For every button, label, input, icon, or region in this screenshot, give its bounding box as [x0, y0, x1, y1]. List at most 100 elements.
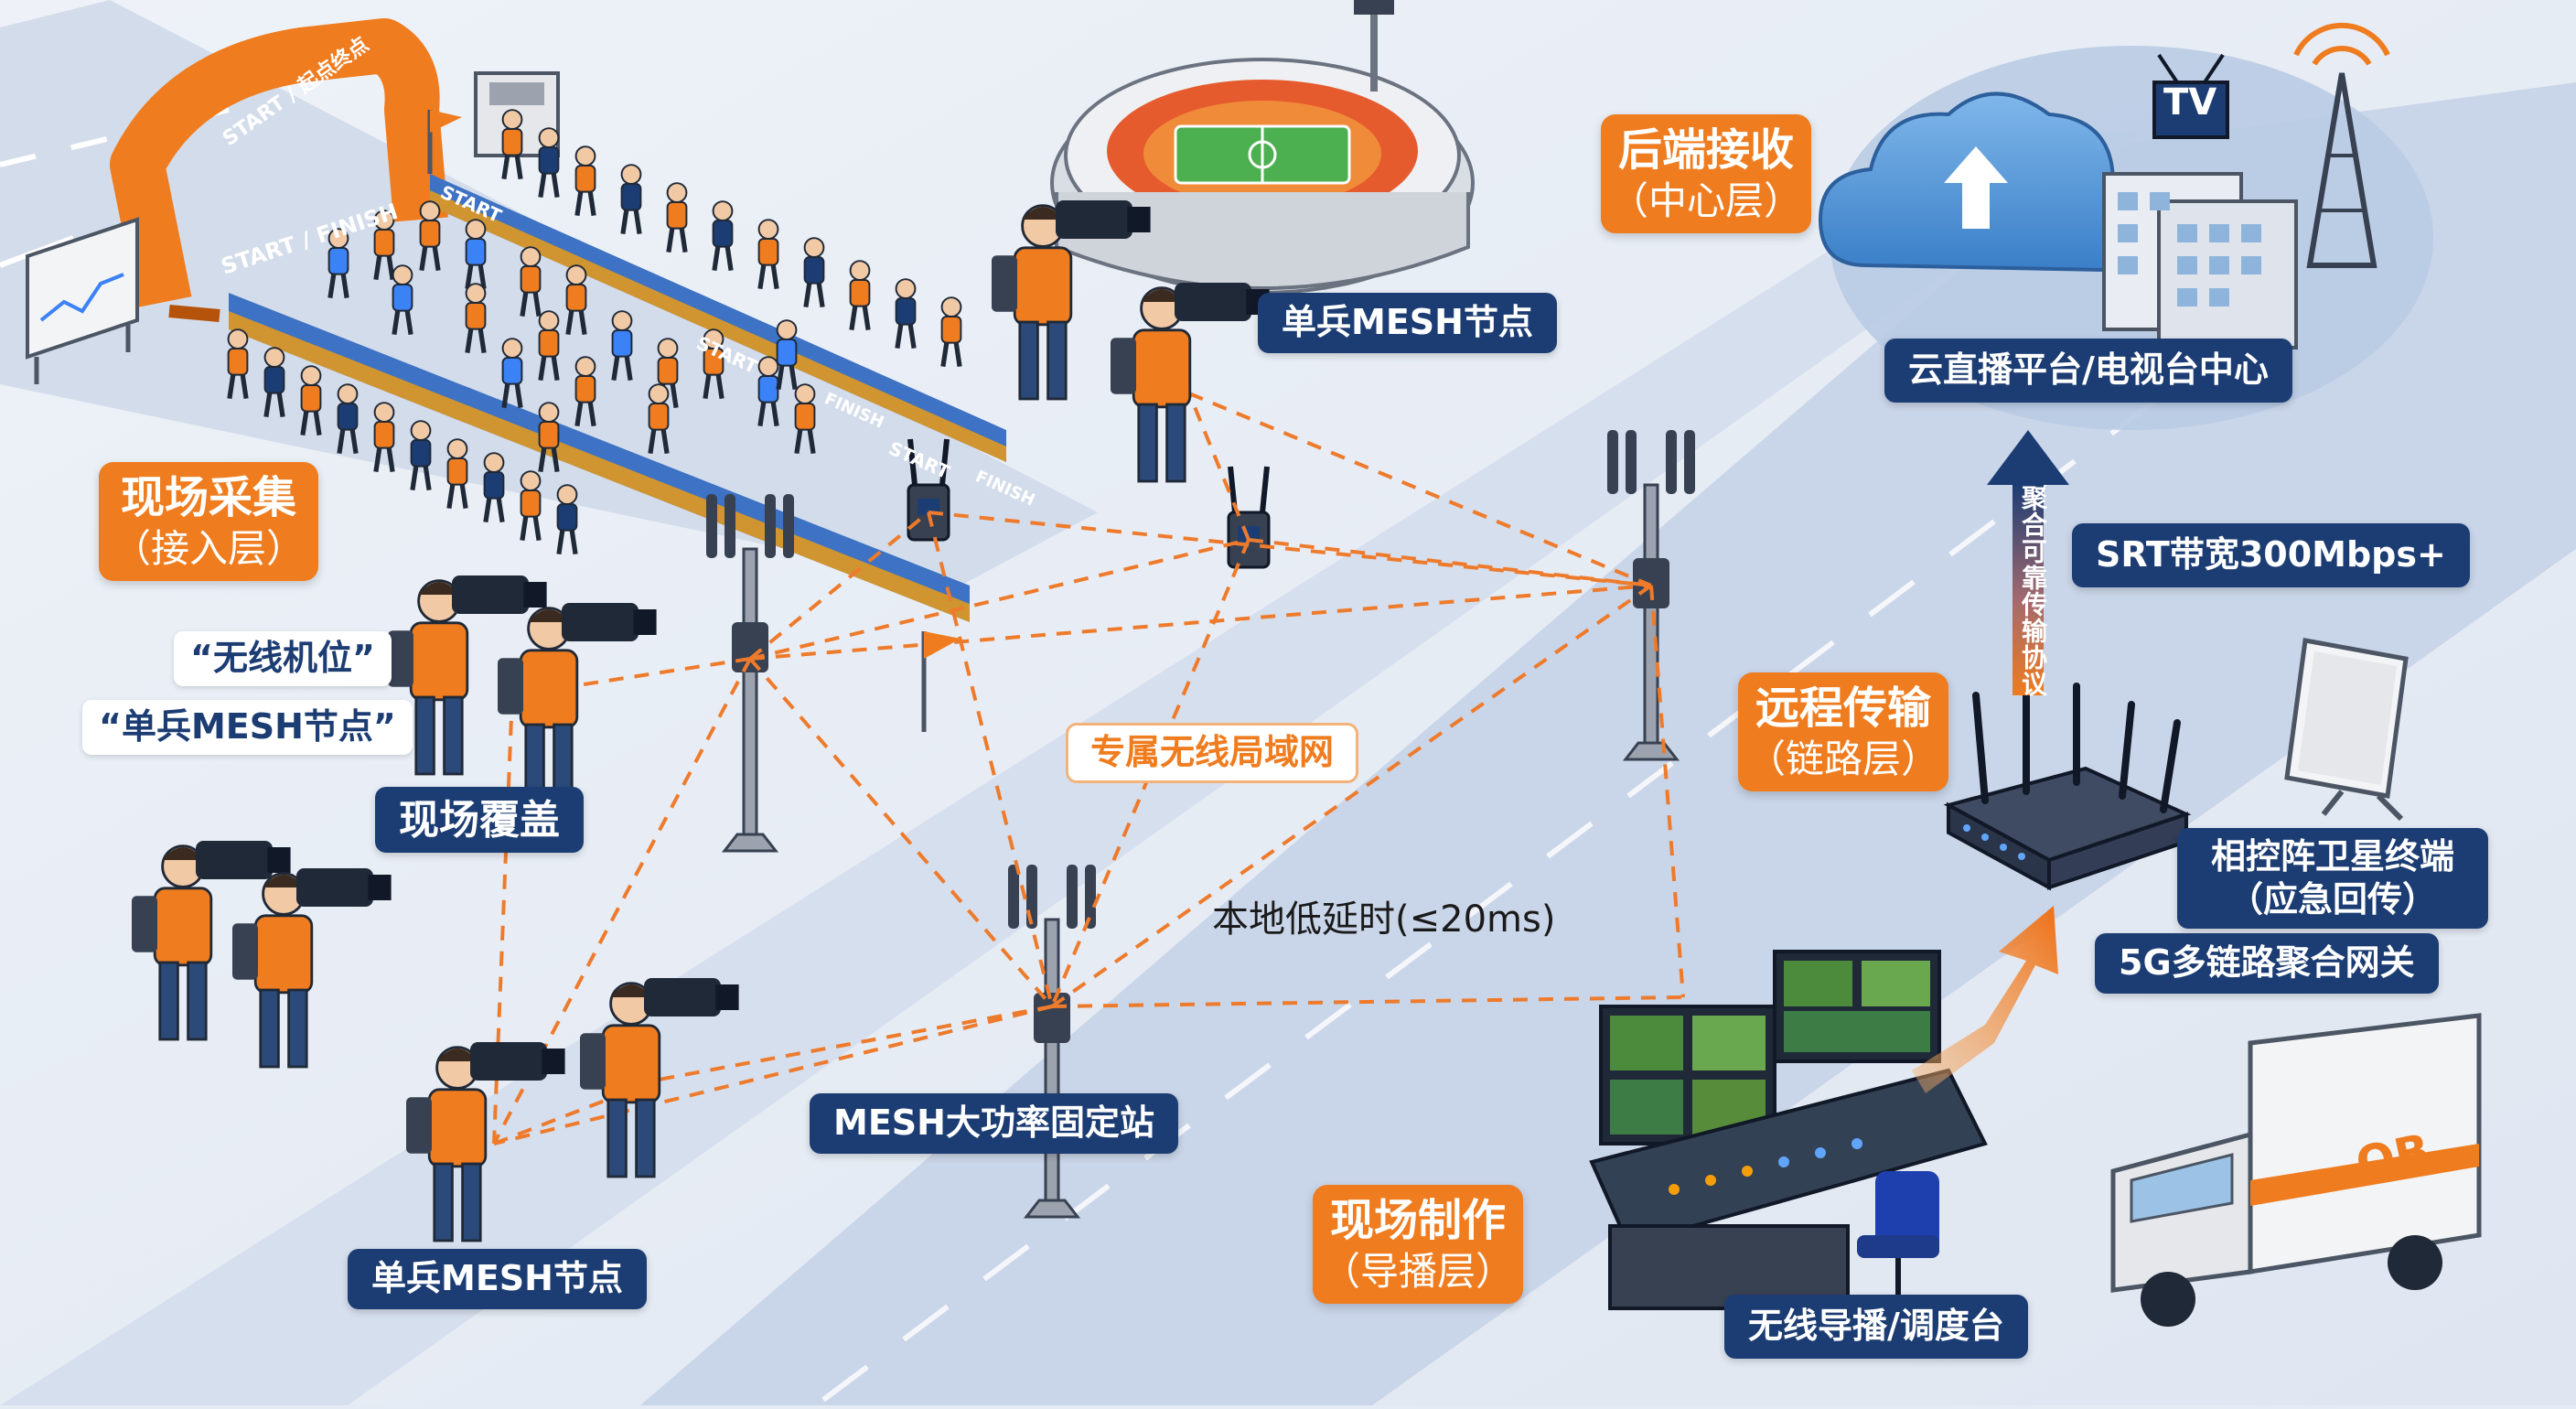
spectator — [373, 402, 395, 472]
spectator — [446, 438, 468, 509]
satellite-terminal-illustration — [2284, 638, 2409, 822]
spectator — [538, 127, 560, 198]
spectator — [556, 484, 578, 554]
field-capture-title: 现场采集 — [121, 471, 297, 523]
crowd — [227, 109, 962, 554]
runner — [538, 402, 560, 472]
mesh-link — [749, 584, 1652, 661]
runner — [611, 310, 633, 381]
runner — [757, 356, 779, 426]
camera-operator — [388, 575, 547, 776]
mesh-tower-left — [706, 494, 794, 853]
mesh-link — [511, 657, 751, 697]
label-srt-bandwidth: SRT带宽300Mbps+ — [2072, 523, 2470, 587]
label-vertical-protocol: 聚合可靠传输协议 — [2018, 485, 2048, 697]
camera-operator — [992, 200, 1151, 401]
runner — [565, 264, 587, 335]
race-road — [0, 0, 1098, 586]
mesh-link — [1050, 584, 1653, 1008]
spectator — [263, 347, 285, 417]
satellite-sub: （应急回传） — [2227, 879, 2437, 920]
production-title: 现场制作 — [1330, 1194, 1507, 1246]
label-satellite: 相控阵卫星终端 （应急回传） — [2177, 828, 2488, 929]
spectator — [501, 109, 523, 179]
spectator — [574, 145, 596, 216]
spectator — [803, 237, 825, 307]
mesh-link — [493, 1078, 660, 1145]
broadcast-tower — [2293, 22, 2390, 268]
mesh-link — [1649, 585, 1685, 998]
course-banner-upper-orange — [430, 190, 1006, 462]
mesh-link — [1248, 538, 1652, 587]
runner — [520, 246, 542, 317]
mesh-link — [928, 511, 1652, 587]
runner — [419, 200, 441, 271]
camera-operator — [406, 1042, 565, 1242]
mesh-links — [492, 392, 1685, 1145]
label-director-console: 无线导播/调度台 — [1724, 1295, 2028, 1359]
label-field-capture: 现场采集 （接入层） — [99, 462, 318, 581]
remote-title: 远程传输 — [1755, 682, 1932, 734]
label-field-coverage: 现场覆盖 — [375, 787, 584, 853]
label-cloud-center: 云直播平台/电视台中心 — [1884, 339, 2292, 403]
runner — [327, 228, 349, 298]
label-low-latency: 本地低延时(≤20ms) — [1212, 898, 1556, 941]
runner — [703, 328, 724, 399]
spectator — [940, 296, 962, 367]
spectator — [849, 260, 871, 330]
spectator — [227, 328, 249, 399]
spectator — [520, 470, 542, 541]
field-capture-sub: （接入层） — [113, 525, 306, 571]
ob-van-illustration — [2110, 1013, 2482, 1327]
runner — [465, 283, 487, 353]
stadium — [1050, 0, 1475, 295]
mesh-link — [927, 511, 1054, 1007]
spectator — [620, 164, 642, 234]
camera-operator — [232, 868, 392, 1069]
label-mesh-station: MESH大功率固定站 — [810, 1093, 1178, 1154]
mesh-link — [748, 511, 930, 661]
runner — [373, 210, 395, 280]
label-mesh-node-bottom: 单兵MESH节点 — [348, 1249, 647, 1309]
spectator — [410, 420, 432, 490]
runner — [657, 338, 679, 408]
mesh-tower-right — [1607, 430, 1695, 761]
satellite-title: 相控阵卫星终端 — [2210, 835, 2454, 877]
spectator — [300, 365, 322, 436]
camera-operator — [580, 978, 739, 1178]
runner — [392, 264, 413, 335]
mesh-node-banner — [907, 438, 950, 542]
camera-operators — [132, 200, 1270, 1242]
mesh-link — [1188, 392, 1652, 587]
label-mesh-node-top: 单兵MESH节点 — [1258, 293, 1557, 353]
mesh-link — [492, 658, 752, 1145]
spectator — [895, 278, 917, 349]
runner — [465, 219, 487, 289]
backend-sub: （中心层） — [1610, 177, 1803, 223]
spectator — [337, 383, 359, 454]
label-backend: 后端接收 （中心层） — [1601, 114, 1811, 233]
mesh-link — [493, 1005, 1053, 1145]
upload-arrow-vertical — [1987, 430, 2069, 695]
runner — [574, 356, 596, 426]
mesh-link — [1187, 393, 1250, 541]
runner — [648, 383, 670, 454]
spectator — [483, 452, 505, 522]
upload-arrow-diagonal — [1912, 906, 2058, 1093]
backend-title: 后端接收 — [1618, 124, 1795, 176]
runner — [794, 383, 816, 454]
director-console-illustration — [1589, 950, 1988, 1310]
label-remote: 远程传输 （链路层） — [1738, 672, 1948, 791]
camera-operator — [132, 841, 291, 1041]
5g-gateway-illustration — [1943, 673, 2192, 891]
billboard — [26, 217, 139, 384]
runner — [776, 319, 798, 390]
mesh-link — [1051, 995, 1684, 1008]
production-sub: （导播层） — [1322, 1248, 1515, 1294]
label-production: 现场制作 （导播层） — [1313, 1185, 1523, 1304]
mesh-link — [1050, 539, 1250, 1007]
remote-sub: （链路层） — [1747, 736, 1940, 781]
tv-sign-text: TV — [2163, 81, 2216, 124]
label-mesh-node-quote: “单兵MESH节点” — [82, 700, 413, 755]
spectator — [666, 182, 688, 253]
